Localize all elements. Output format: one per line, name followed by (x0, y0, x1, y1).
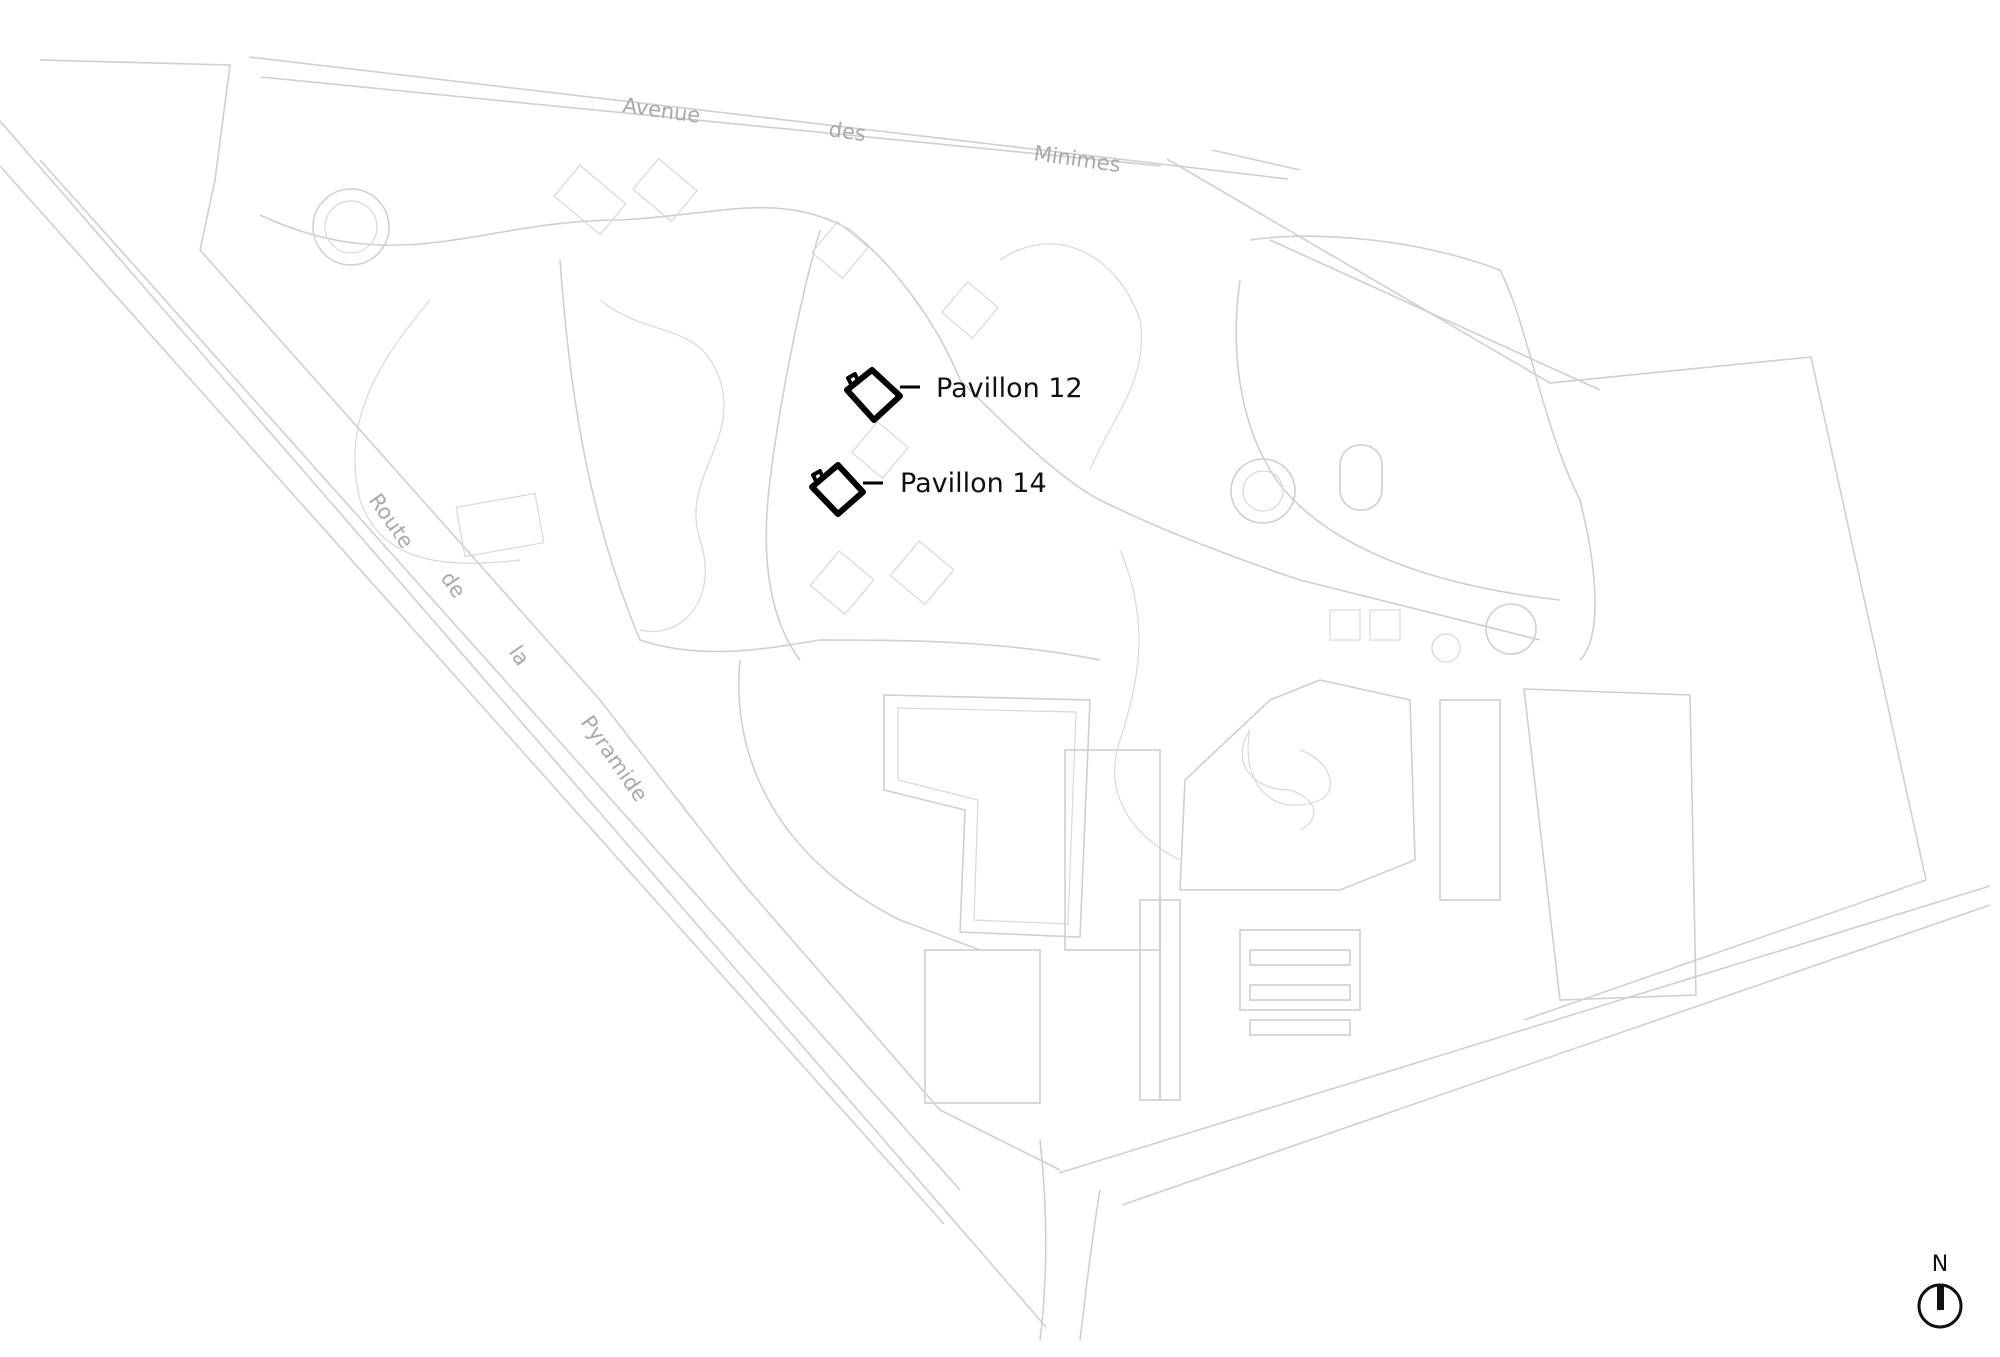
street-labels: Avenue des Minimes Route de la Pyramide (364, 93, 1122, 806)
street-label-de: de (436, 567, 471, 602)
north-label: N (1931, 1252, 1949, 1277)
street-label-minimes: Minimes (1032, 141, 1122, 177)
street-label-des: des (827, 117, 867, 146)
north-arrow-icon (1917, 1283, 1963, 1329)
base-map-lines (0, 56, 1991, 1341)
pavillon-14-marker[interactable] (809, 462, 883, 517)
pavillon-14-label[interactable]: Pavillon 14 (900, 468, 1047, 499)
street-label-la: la (504, 641, 534, 670)
pavillon-12-label[interactable]: Pavillon 12 (936, 373, 1083, 404)
street-label-pyramide: Pyramide (576, 711, 653, 806)
pavillon-12-marker[interactable] (844, 367, 920, 423)
street-label-avenue: Avenue (621, 93, 702, 128)
